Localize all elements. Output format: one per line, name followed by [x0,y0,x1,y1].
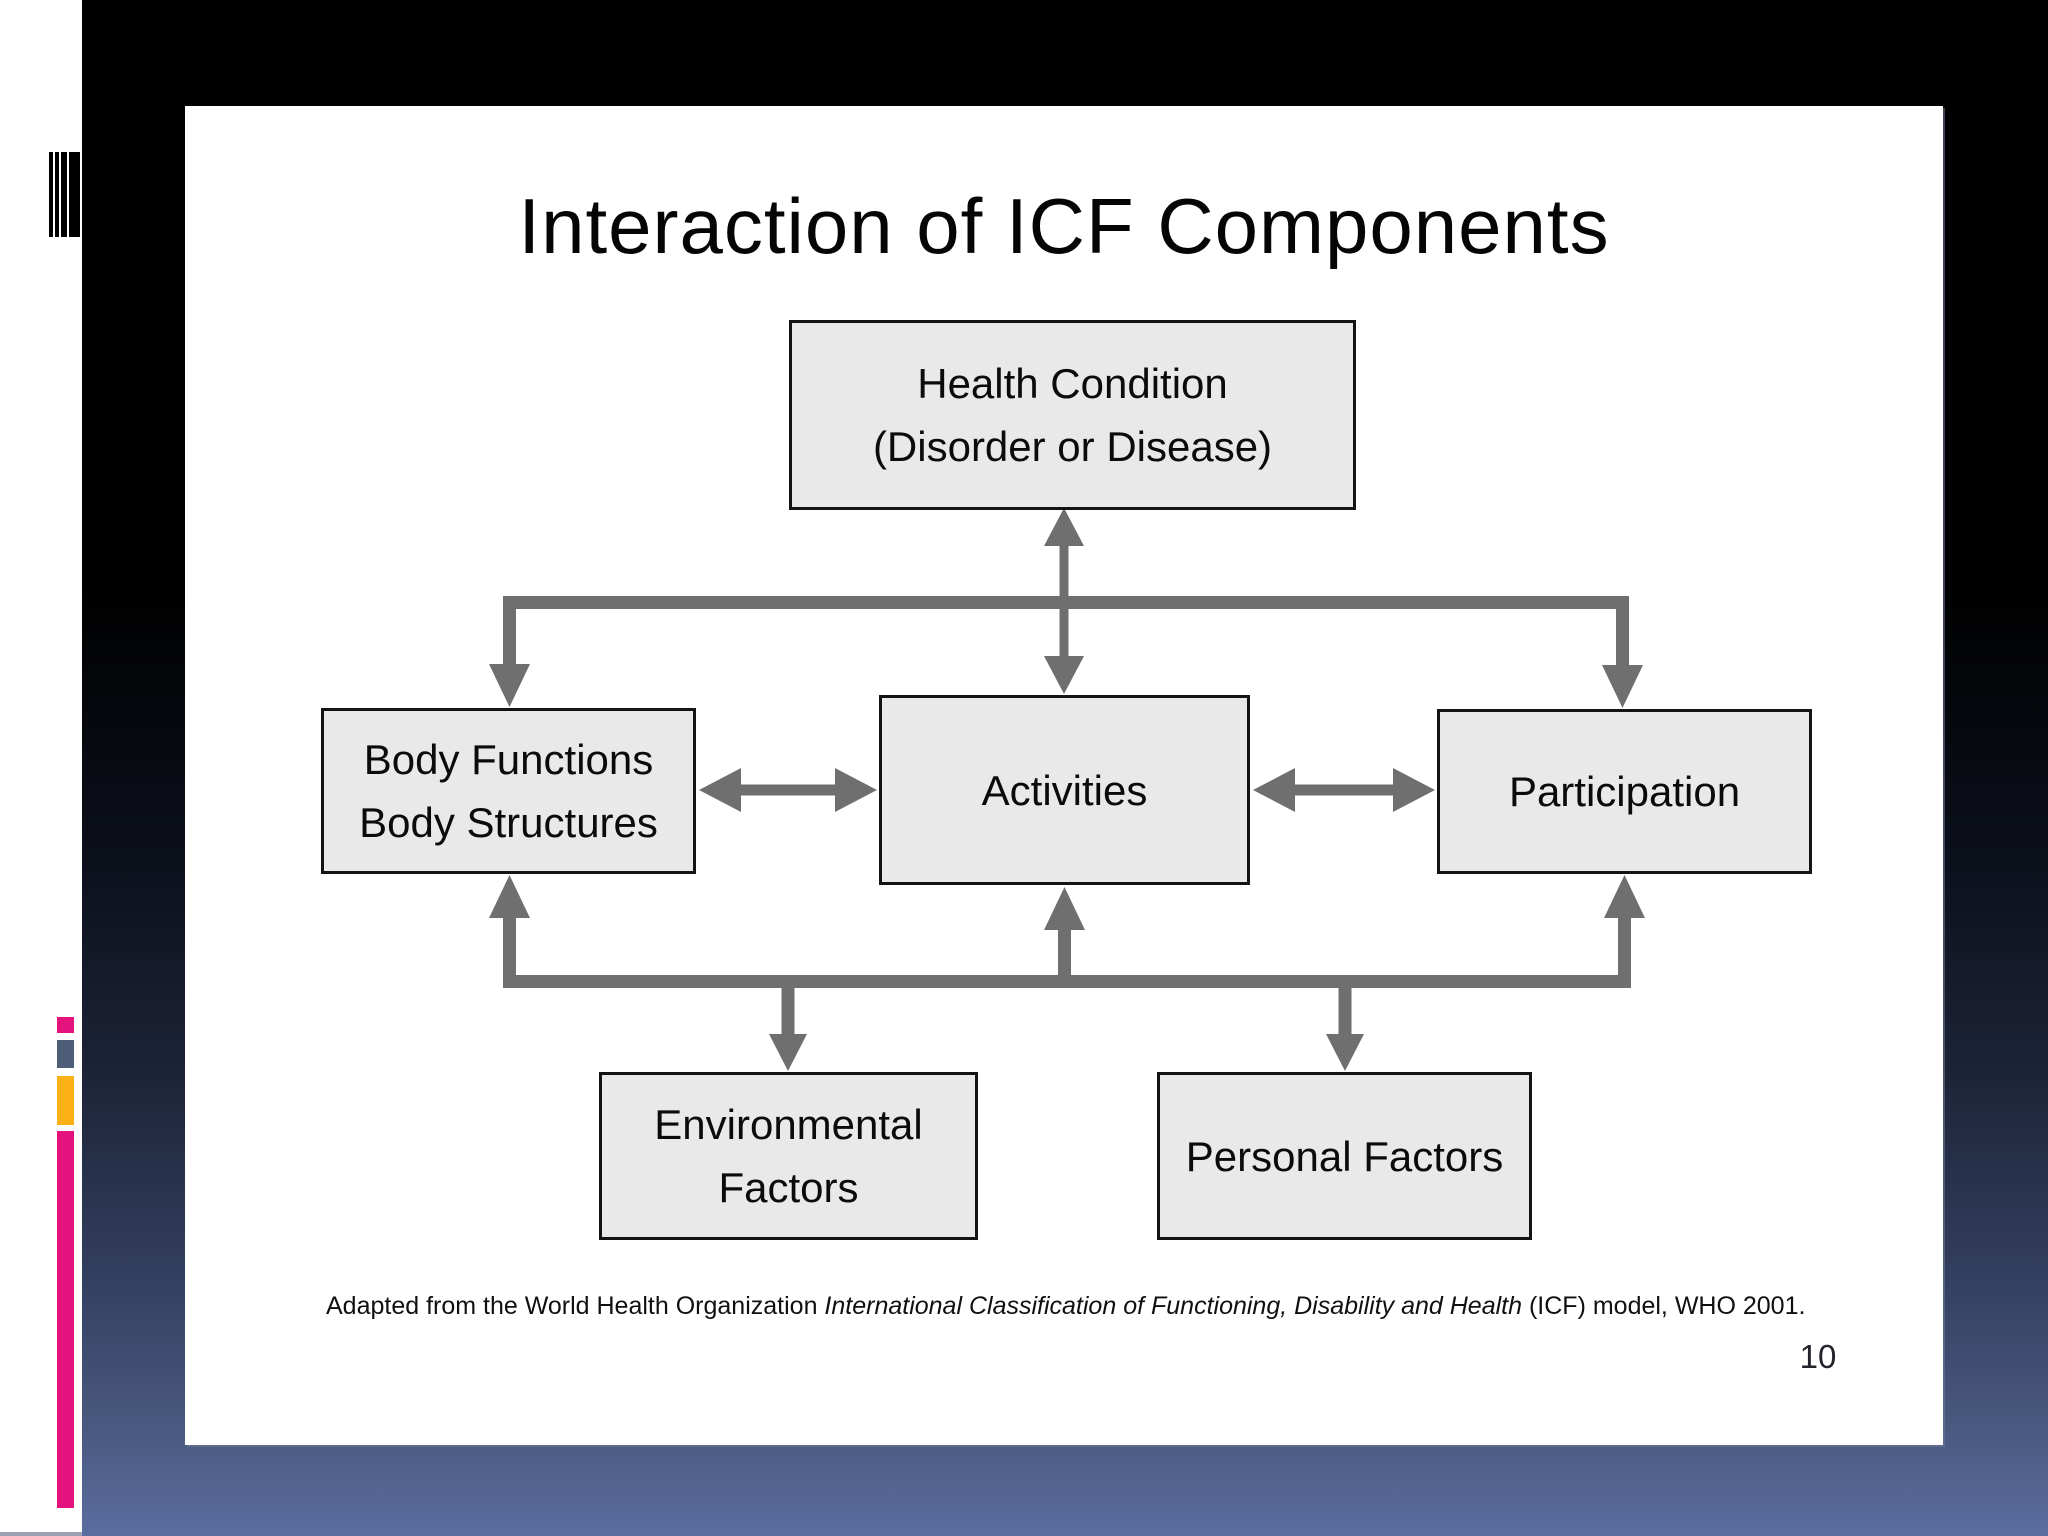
citation-line: Adapted from the World Health Organizati… [326,1292,1886,1321]
node-participation: Participation [1437,709,1812,874]
slide-title: Interaction of ICF Components [518,182,1610,270]
node-body-functions: Body Functions Body Structures [321,708,696,874]
node-label: Personal Factors [1185,1132,1504,1180]
decor-square-pink [57,1017,74,1033]
node-health-condition: Health Condition (Disorder or Disease) [789,320,1356,510]
node-environmental-factors: Environmental Factors [599,1072,978,1240]
node-label: Body Structures [359,799,658,846]
node-label: Environmental [654,1101,923,1148]
node-activities: Activities [879,695,1250,885]
barcode-icon [49,152,80,237]
node-label: Body Functions [363,736,654,783]
page-number: 10 [1799,1338,1837,1375]
node-label: Activities [981,766,1148,814]
decor-square-slate [57,1040,74,1068]
node-label: Factors [718,1164,859,1211]
decor-square-orange [57,1076,74,1125]
citation-suffix: (ICF) model, WHO 2001. [1522,1292,1806,1320]
node-label: Participation [1508,768,1741,815]
decor-bar-magenta [57,1131,74,1508]
citation-work-title: International Classification of Function… [824,1292,1523,1320]
left-strip-bottom-edge [0,1532,82,1536]
node-personal-factors: Personal Factors [1157,1072,1532,1240]
node-label: (Disorder or Disease) [872,423,1273,470]
node-label: Health Condition [917,360,1228,407]
citation-prefix: Adapted from the World Health Organizati… [326,1292,825,1320]
